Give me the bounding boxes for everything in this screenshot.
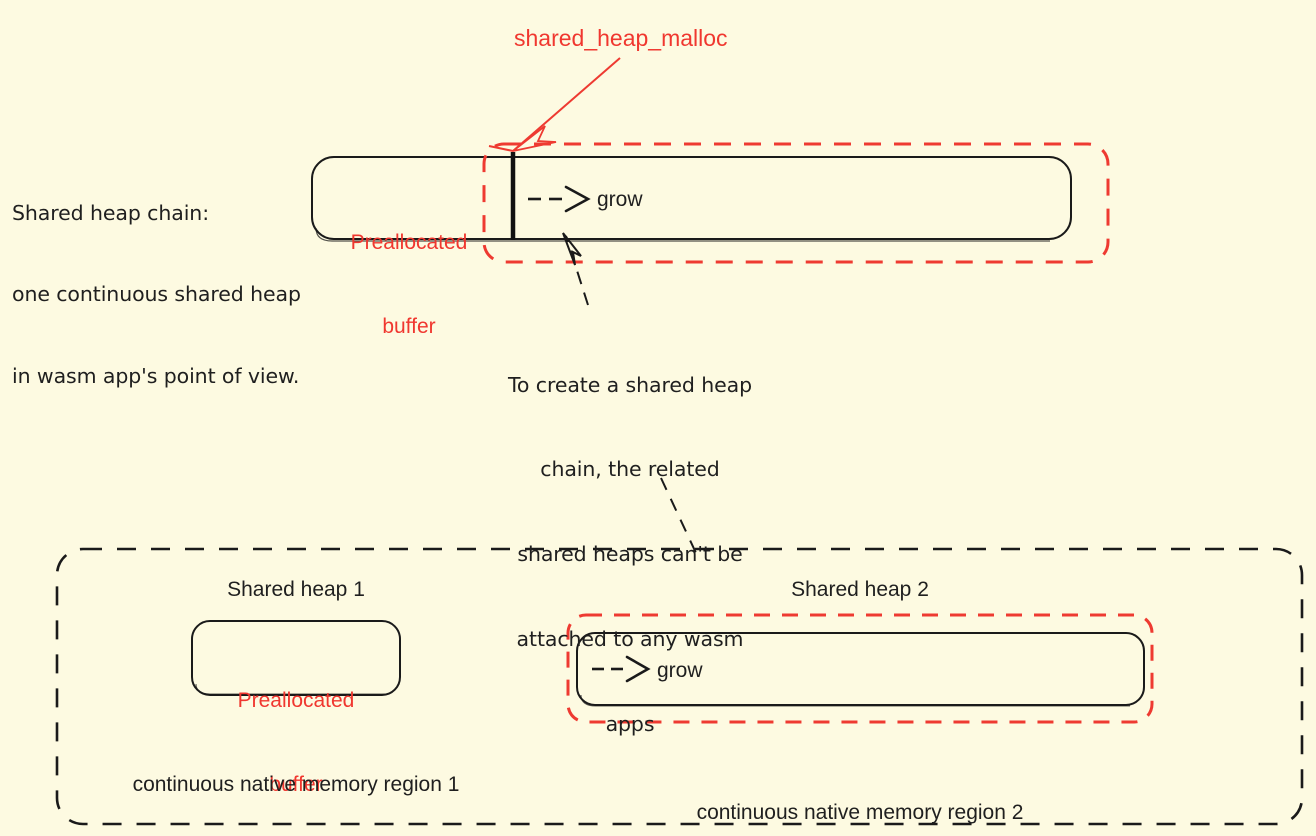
heap1-preallocated-buffer-line-2: buffer bbox=[269, 772, 323, 796]
top-preallocated-buffer-label: Preallocated buffer bbox=[330, 174, 488, 396]
top-grow-label: grow bbox=[597, 188, 643, 211]
heap1-caption-line-1: continuous native memory region 1 bbox=[132, 773, 460, 797]
shared-heap-2-title: Shared heap 2 bbox=[791, 578, 929, 601]
note-line-3: shared heaps can't be bbox=[517, 542, 743, 567]
note-line-2: chain, the related bbox=[540, 457, 720, 482]
chain-note-leader-arrow bbox=[562, 232, 589, 306]
shared-heap-chain-description: Shared heap chain: one continuous shared… bbox=[12, 145, 312, 445]
top-growable-region-dashed-box bbox=[482, 142, 1110, 264]
heap1-caption: continuous native memory region 1 (from … bbox=[116, 714, 476, 836]
heap2-caption-line-1: continuous native memory region 2 bbox=[696, 801, 1024, 825]
description-line-3: in wasm app's point of view. bbox=[12, 364, 300, 388]
note-line-5: apps bbox=[605, 711, 655, 736]
shared-heap-chain-note: To create a shared heap chain, the relat… bbox=[480, 314, 780, 795]
heap1-preallocated-buffer-line-1: Preallocated bbox=[237, 689, 355, 713]
shared-heap-malloc-callout-arrow bbox=[488, 57, 621, 152]
grow-arrow-icon-top bbox=[528, 185, 591, 213]
shared-heap-malloc-label: shared_heap_malloc bbox=[514, 25, 728, 51]
note-line-4: attached to any wasm bbox=[516, 627, 744, 652]
note-line-1: To create a shared heap bbox=[507, 372, 752, 397]
heap2-caption: continuous native memory region 2 (WAMR … bbox=[680, 742, 1040, 836]
top-preallocated-buffer-line-1: Preallocated bbox=[350, 231, 468, 255]
shared-heap-1-title: Shared heap 1 bbox=[227, 578, 365, 601]
description-line-1: Shared heap chain: bbox=[12, 200, 210, 225]
top-preallocated-buffer-line-2: buffer bbox=[382, 314, 436, 338]
heap1-preallocated-buffer-label: Preallocated buffer bbox=[216, 632, 376, 836]
heap2-grow-label: grow bbox=[657, 659, 703, 682]
description-line-2: one continuous shared heap bbox=[12, 282, 301, 307]
